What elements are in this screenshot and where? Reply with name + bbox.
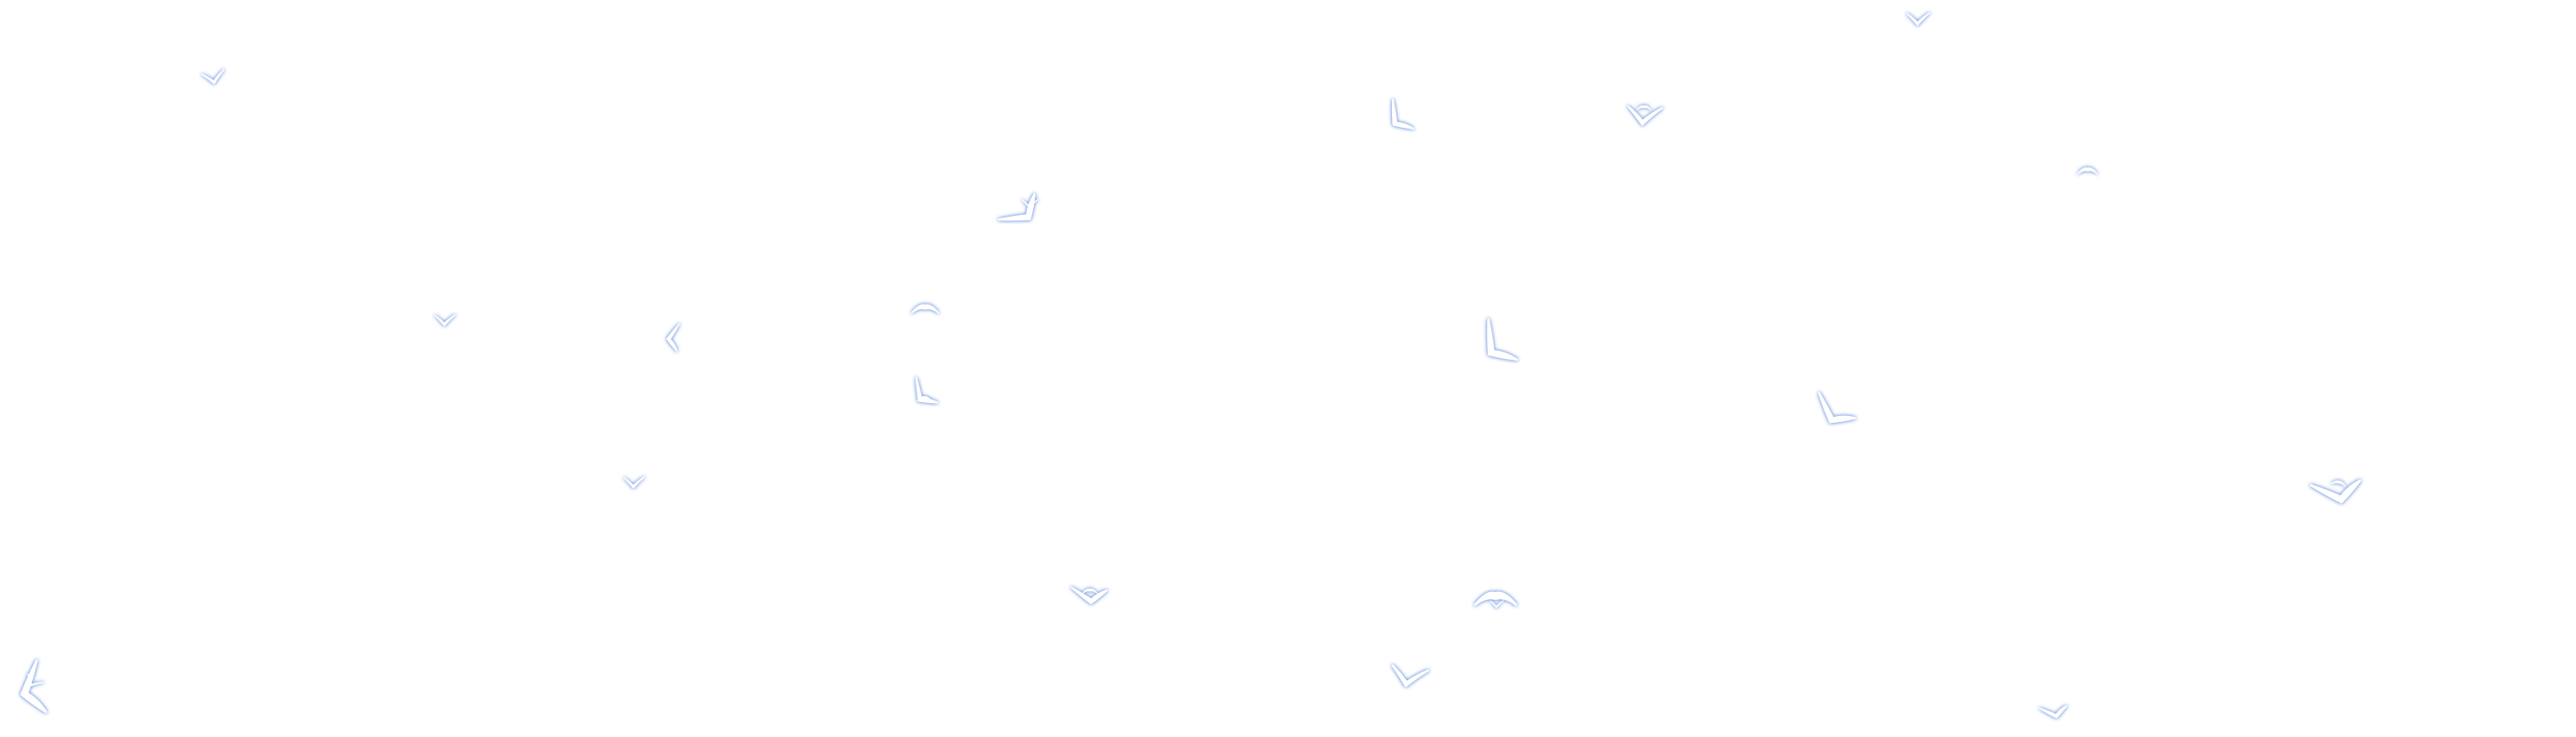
bird-silhouette — [1391, 665, 1430, 688]
bird-silhouette — [666, 323, 680, 352]
bird-silhouette — [434, 314, 457, 326]
bird-silhouette — [910, 304, 940, 314]
bird-silhouette — [1490, 600, 1504, 608]
bird-silhouette — [1082, 588, 1098, 594]
bird-silhouette — [27, 673, 45, 687]
bird-silhouette — [1022, 198, 1039, 209]
bird-silhouette — [1487, 318, 1518, 361]
bird-silhouette — [1391, 98, 1414, 129]
bird-silhouette — [915, 376, 939, 404]
bird-silhouette — [1627, 105, 1663, 126]
bird-silhouette — [2038, 705, 2068, 719]
bird-silhouette — [201, 68, 225, 85]
bird-silhouette — [1906, 12, 1930, 26]
bird-silhouette — [2330, 480, 2346, 488]
bird-silhouette — [1474, 591, 1517, 606]
bird-silhouette — [1070, 586, 1108, 605]
bird-silhouette — [2077, 167, 2098, 174]
bird-silhouette — [20, 659, 47, 714]
bird-silhouette — [2309, 479, 2361, 504]
bird-silhouette — [623, 476, 646, 488]
bird-silhouette — [1817, 392, 1856, 424]
bird-silhouette — [998, 193, 1036, 221]
bird-silhouette — [916, 395, 932, 401]
bird-silhouette — [1636, 104, 1652, 110]
